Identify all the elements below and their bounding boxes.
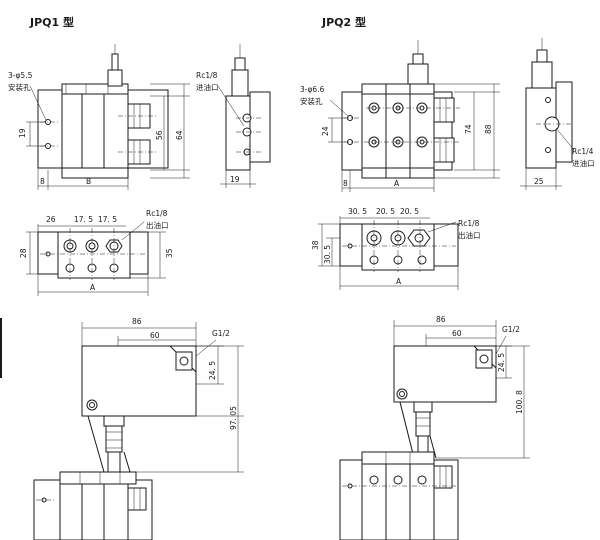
jpq1-front-view: 3-φ5.5 安装孔 19 8 B 56 64 [8,44,190,190]
jpq2-title: JPQ2 型 [321,15,366,29]
jpq2-mount-hole: 3-φ6.6 [300,85,325,94]
jpq1-dim-B: B [86,177,91,186]
jpq1-dim-A-top: A [90,283,96,292]
jpq1-dim-19-side: 19 [230,175,240,184]
jpq1-dim-35: 35 [165,248,174,258]
jpq2-dim-8: 8 [343,179,348,188]
jpq2-outlet-note: 出油口 [458,230,481,240]
jpq2-g-port: G1/2 [502,325,520,334]
jpq1-g-port: G1/2 [212,329,230,338]
jpq1-inlet-note: 进油口 [196,82,219,92]
jpq1-dim-26: 26 [46,215,56,224]
jpq1-title: JPQ1 型 [29,15,74,29]
scan-edge [0,318,2,378]
jpq2-top-view: 30. 5 20. 5 20. 5 Rc1/8 出油口 38 30. 5 A [311,207,481,290]
jpq1-assembly-view: 86 60 G1/2 24. 5 97. 05 [33,317,244,540]
jpq2-inlet-note: 进油口 [572,158,595,168]
jpq2-inlet: Rc1/4 [572,147,594,156]
jpq1-dim-60: 60 [150,331,160,340]
jpq1-mount-hole: 3-φ5.5 [8,71,33,80]
jpq1-mount-hole-note: 安装孔 [8,82,31,92]
jpq1-inlet: Rc1/8 [196,71,218,80]
jpq2-assembly-view: 86 60 G1/2 24. 5 100. 8 [339,315,530,540]
jpq1-dim-86: 86 [132,317,142,326]
jpq1-dim-17-5-a: 17. 5 [74,215,93,224]
jpq1-side-view: Rc1/8 进油口 19 [196,44,271,188]
jpq2-dim-100-8: 100. 8 [515,390,524,414]
jpq2-side-view: Rc1/4 进油口 25 [520,38,595,190]
jpq2-dim-24-5: 24. 5 [497,353,506,372]
jpq2-dim-A-front: A [394,179,400,188]
jpq2-dim-88: 88 [484,124,493,134]
jpq2-dim-20-5-b: 20. 5 [400,207,419,216]
jpq1-dim-97-05: 97. 05 [229,406,238,430]
jpq2-dim-24: 24 [321,126,330,136]
jpq2-dim-74: 74 [464,124,473,134]
jpq2-mount-hole-note: 安装孔 [300,96,323,106]
jpq2-dim-20-5-a: 20. 5 [376,207,395,216]
jpq1-dim-8: 8 [40,177,45,186]
jpq2-dim-30-5-v: 30. 5 [323,245,332,264]
jpq2-dim-38: 38 [311,240,320,250]
jpq1-top-view: 26 17. 5 17. 5 Rc1/8 出油口 28 35 A [19,209,174,296]
jpq1-dim-19-left: 19 [18,128,27,138]
jpq2-dim-30-5: 30. 5 [348,207,367,216]
jpq1-dim-24-5: 24. 5 [208,361,217,380]
jpq2-dim-60: 60 [452,329,462,338]
jpq2-outlet: Rc1/8 [458,219,480,228]
jpq2-front-view: 3-φ6.6 安装孔 24 8 A 74 88 [300,40,500,192]
jpq1-outlet-note: 出油口 [146,220,169,230]
jpq2-dim-25: 25 [534,177,544,186]
jpq1-dim-64: 64 [175,130,184,140]
jpq1-dim-28: 28 [19,248,28,258]
jpq1-dim-17-5-b: 17. 5 [98,215,117,224]
jpq1-dim-56: 56 [155,130,164,140]
jpq1-outlet: Rc1/8 [146,209,168,218]
jpq2-dim-86: 86 [436,315,446,324]
jpq2-dim-A-top: A [396,277,402,286]
